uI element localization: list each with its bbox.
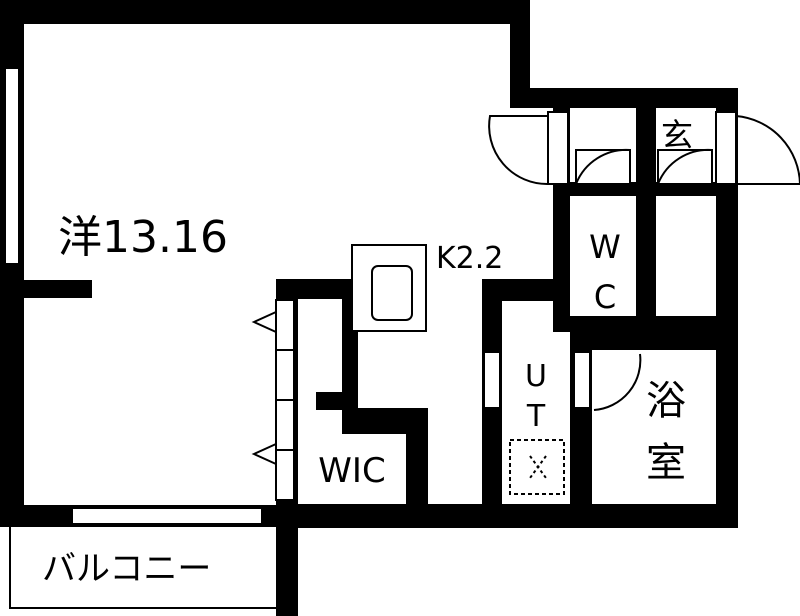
door-wic-fold-bottom xyxy=(251,443,277,465)
labels: 洋13.16 K2.2 W C 玄 U T 浴 室 WIC バルコニー xyxy=(42,116,693,589)
balcony-rail xyxy=(9,526,276,609)
wall-balcony-right xyxy=(276,505,298,616)
doors xyxy=(251,111,800,501)
washer-drain-line-2 xyxy=(529,455,547,479)
wc-label-top: W xyxy=(589,228,621,266)
wall-top-right xyxy=(510,88,738,108)
entrance-label: 玄 xyxy=(661,116,693,154)
wall-entrance-right xyxy=(656,182,738,196)
window-ut-left xyxy=(483,351,501,409)
washer-pan xyxy=(509,439,565,495)
balcony-label: バルコニー xyxy=(42,549,211,589)
fixtures xyxy=(9,244,565,609)
wall-right xyxy=(716,88,738,528)
ut-label-bottom: T xyxy=(526,399,546,434)
wall-top-step-vertical xyxy=(510,0,530,108)
wc-label-bottom: C xyxy=(594,278,616,316)
wall-wic-right xyxy=(406,408,428,508)
wall-room-stub xyxy=(18,280,92,298)
wall-entrance-bottom xyxy=(570,182,644,196)
window-ut-right xyxy=(573,351,591,409)
ut-label-top: U xyxy=(525,359,547,394)
kitchen-label: K2.2 xyxy=(436,241,503,276)
window-balcony xyxy=(71,507,263,525)
windows xyxy=(4,67,591,525)
wall-wc-right xyxy=(636,108,656,330)
wall-top-left xyxy=(0,0,530,24)
wall-bath-top xyxy=(592,330,738,350)
window-left xyxy=(4,67,20,265)
door-storage-swing xyxy=(657,148,713,185)
wall-wic-shelf xyxy=(316,392,358,410)
bath-label-bottom: 室 xyxy=(646,440,686,486)
door-wic-fold-top xyxy=(251,311,277,333)
door-front-frame xyxy=(715,111,737,185)
door-front-swing xyxy=(735,115,800,185)
kitchen-counter xyxy=(351,244,427,332)
wall-bottom-right xyxy=(278,504,738,528)
kitchen-sink xyxy=(371,265,413,321)
door-bath-swing xyxy=(593,353,642,411)
western-room-label: 洋13.16 xyxy=(58,212,228,263)
door-entry-frame xyxy=(547,111,569,185)
door-wc-swing xyxy=(575,148,631,185)
bath-label-top: 浴 xyxy=(646,378,686,424)
wic-label: WIC xyxy=(318,451,385,491)
door-entry-swing xyxy=(488,115,549,186)
